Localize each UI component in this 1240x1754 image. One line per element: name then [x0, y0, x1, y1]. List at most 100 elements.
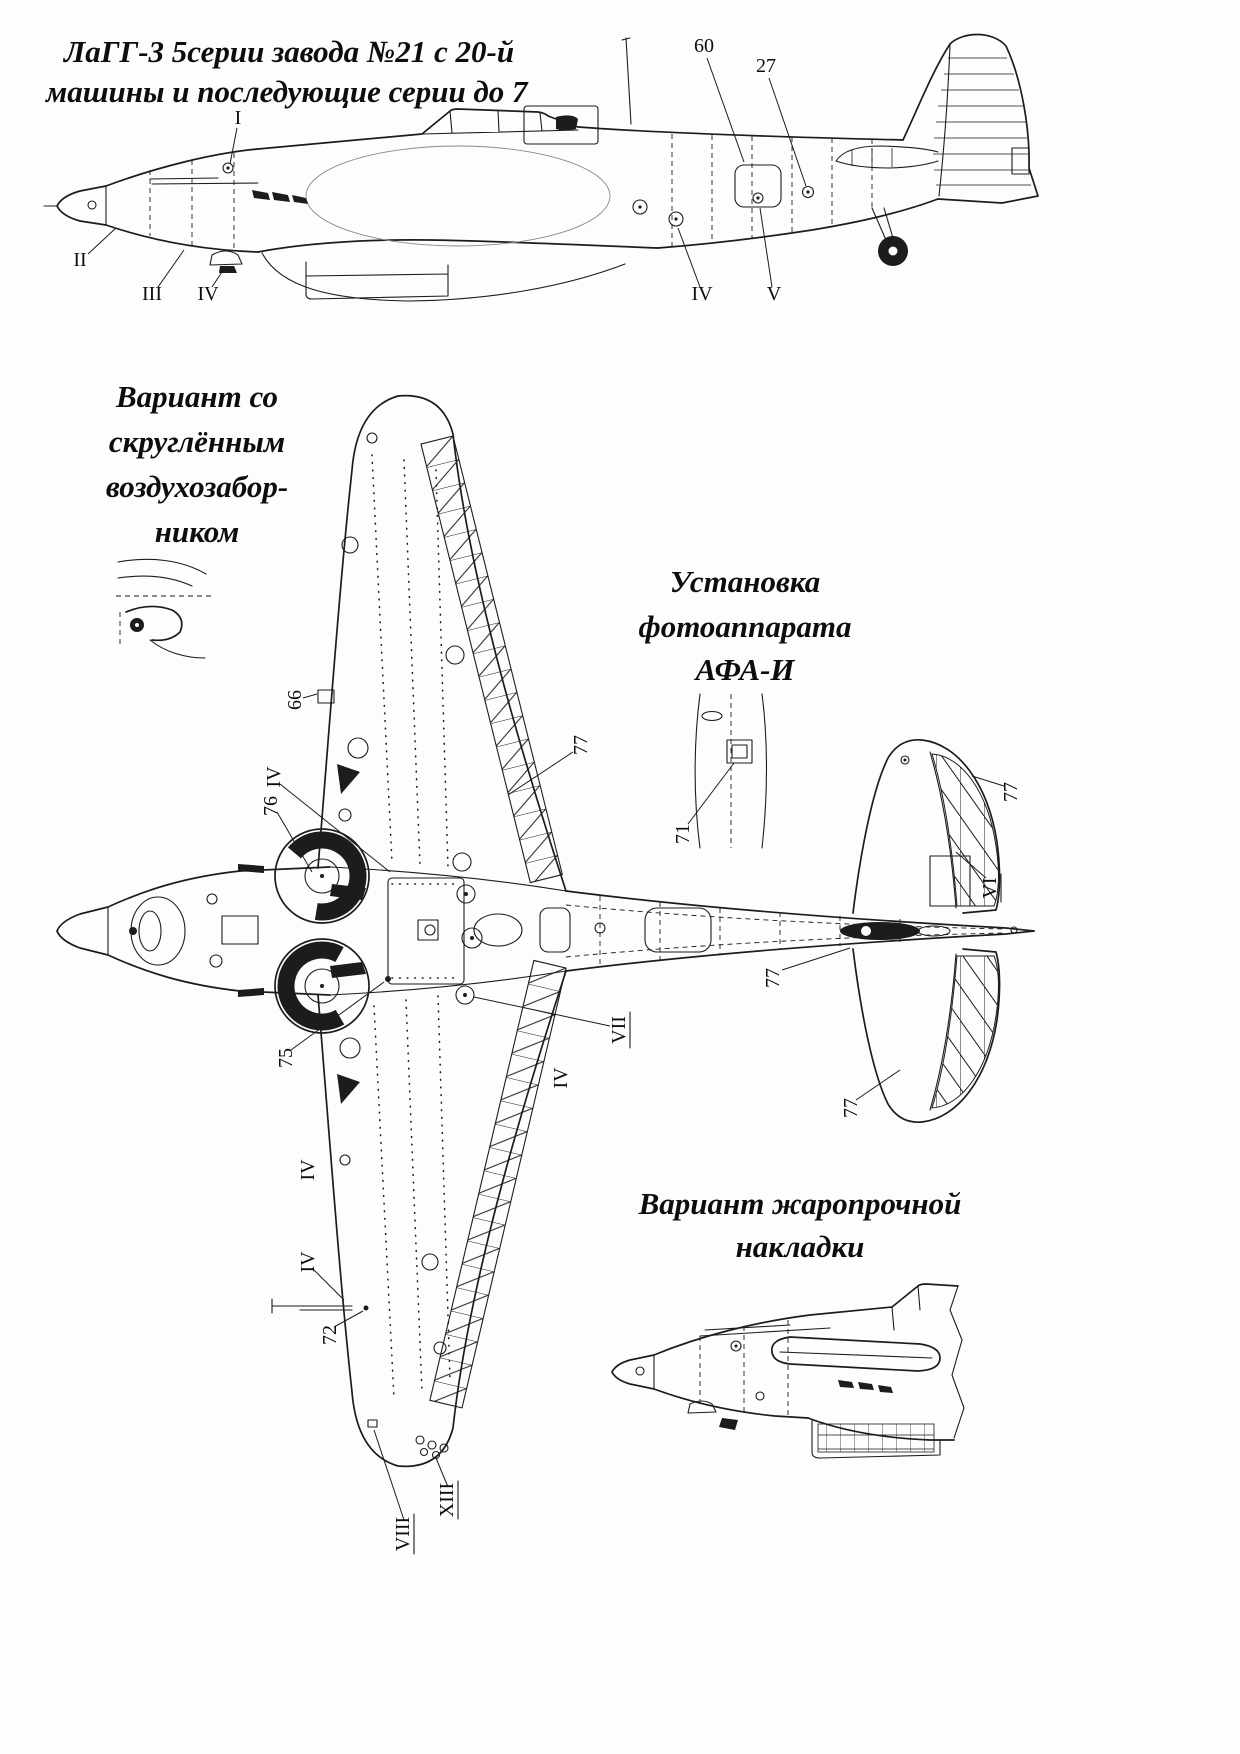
exhaust-stubs [252, 190, 308, 204]
hp-chin-wedge [719, 1418, 738, 1430]
uw-hole-2 [341, 536, 359, 554]
intake-note-line-3: воздухозабор- [106, 469, 288, 504]
heat-plate-note: Вариант жаропрочной накладки [638, 1186, 962, 1264]
wheel-well-lower-dark-arc [277, 941, 367, 1031]
leader-II [87, 227, 117, 255]
intake-cowl-upper-curve [117, 558, 207, 575]
callout-VIII-label: VIII [392, 1517, 414, 1551]
cowl-hole-upper [206, 893, 218, 905]
wheel-well-lower-dot [320, 984, 324, 988]
uw-hole-4 [347, 737, 369, 759]
camera-port-outer [726, 739, 753, 764]
hp-cut-edge [949, 1285, 965, 1439]
callout-77-stab-top-label: 77 [1000, 782, 1022, 802]
callout-VI: VI [979, 873, 1002, 903]
callout-27: 27 [756, 55, 776, 77]
hp-windshield-frames [891, 1285, 921, 1331]
lw-hole-3 [339, 1154, 351, 1166]
uw-hole-1 [366, 432, 378, 444]
callout-71: 71 [672, 824, 694, 844]
pilot-headrest [556, 115, 578, 131]
uw-hole-3 [445, 645, 465, 665]
spinner-hub-circle [87, 200, 97, 210]
upper-stab-tip-hole [900, 755, 910, 765]
leader-VII [473, 996, 611, 1027]
callout-77-stab-top: 77 [1000, 782, 1022, 802]
callout-VII-label: VII [608, 1016, 630, 1044]
radiator-circle [424, 924, 436, 936]
lower-flap-strip [429, 959, 567, 1409]
radiator-panel [387, 877, 465, 985]
camera-note: Установка фотоаппарата АФА-И [639, 564, 852, 687]
intake-note-line-1: Вариант со [115, 379, 278, 414]
callout-IV-pitot-label: IV [297, 1251, 319, 1273]
ventral-hole [594, 922, 606, 934]
intake-lower-fairing [149, 639, 206, 659]
wheel-well-upper-hub [304, 858, 340, 894]
callout-75: 75 [275, 1048, 297, 1068]
camera-note-line-2: фотоаппарата [639, 609, 852, 644]
callout-77-upper-wing: 77 [570, 735, 592, 755]
uw-hole-5 [338, 808, 352, 822]
hp-gun-trough [699, 1324, 831, 1337]
wheel-well-upper-dark-arc [277, 831, 367, 921]
callout-frame-V: V [767, 283, 782, 305]
rear-fuselage-bottom [657, 198, 939, 249]
heat-plate-drawing [611, 1283, 965, 1459]
canopy-frames [421, 109, 579, 135]
hatch-fastener [752, 192, 764, 204]
hp-radiator-grid [817, 1423, 935, 1453]
fin-rudder-outline [902, 33, 1039, 204]
hp-hub-circle [635, 1366, 645, 1376]
callout-77-stab-root-label: 77 [762, 968, 784, 988]
camera-fuselage-left-edge [694, 693, 701, 849]
callout-72-label: 72 [319, 1325, 341, 1345]
plan-fuselage-tail-top [565, 890, 1035, 932]
leader-XIII [435, 1457, 449, 1488]
heat-note-line-1: Вариант жаропрочной [638, 1186, 962, 1221]
camera-inspection-oval [701, 710, 723, 722]
wing-root-fairing [261, 252, 626, 302]
wing-slot-66 [317, 689, 335, 704]
callout-75-label: 75 [275, 1048, 297, 1068]
wing-root-chord-line [257, 239, 659, 253]
lower-wing-rivet-rows [373, 995, 451, 1399]
plan-fuselage-tail-bottom [565, 930, 1035, 972]
lw-hole-2-dot [463, 993, 467, 997]
intake-centerline [116, 595, 212, 648]
lw-hole-1 [339, 1037, 361, 1059]
wheel-well-lower [274, 938, 370, 1034]
callout-77-stab-bottom: 77 [840, 1098, 862, 1118]
tip-circle-4 [419, 1447, 429, 1457]
upper-flap-strip [420, 435, 564, 884]
callout-72: 72 [319, 1325, 341, 1345]
intake-opening-dot [135, 623, 139, 627]
access-hole-3-dot [806, 190, 810, 194]
camera-note-line-1: Установка [670, 564, 821, 599]
side-view-callouts: I 60 27 II III IV IV V [73, 35, 807, 305]
rudder-trim-tab [1011, 147, 1030, 175]
access-hole-1-dot [638, 205, 642, 209]
callout-IV-flap-label: IV [550, 1067, 572, 1089]
leader-IV-rear [677, 227, 701, 288]
callout-VI-label: VI [979, 877, 1001, 898]
access-hole-2 [668, 211, 684, 227]
hp-station-lines [699, 1320, 789, 1418]
camera-port-inner [731, 744, 748, 759]
leader-77-stab-bottom [855, 1069, 901, 1101]
hatch-fastener-dot [756, 196, 760, 200]
callout-IV-upper-wing: IV [263, 766, 285, 788]
gun-trough-lines [149, 177, 259, 185]
leader-V [759, 207, 773, 288]
leader-III [157, 249, 185, 288]
lower-wing-flap-lattice [429, 959, 567, 1409]
plan-nose-bottom [56, 930, 331, 996]
rudder-bottom-oval [917, 925, 951, 937]
leader-77-stab-top [971, 775, 1005, 787]
tailwheel-bottom-hub [861, 926, 871, 936]
chin-scoop [209, 250, 243, 266]
callout-77-upper-wing-label: 77 [570, 735, 592, 755]
tail-tip-circle [1010, 926, 1018, 934]
pitot-tube [271, 1298, 353, 1314]
tip-circle-3 [439, 1443, 449, 1453]
